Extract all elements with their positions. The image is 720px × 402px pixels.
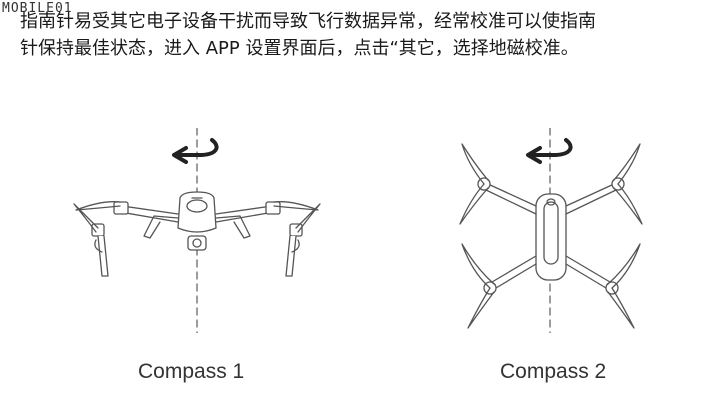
instruction-paragraph: 指南针易受其它电子设备干扰而导致飞行数据异常，经常校准可以使指南 针保持最佳状态…	[20, 8, 710, 62]
watermark-logo: MOBILE01	[2, 1, 73, 16]
caption-compass-1: Compass 1	[138, 360, 245, 383]
paragraph-line-1: 指南针易受其它电子设备干扰而导致飞行数据异常，经常校准可以使指南	[20, 11, 596, 32]
compass-2-drone-figure	[459, 128, 643, 333]
caption-compass-2: Compass 2	[500, 360, 607, 383]
paragraph-line-2: 针保持最佳状态，进入 APP 设置界面后，点击“其它，选择地磁校准。	[20, 38, 579, 59]
rotation-arrow-icon	[532, 138, 573, 157]
compass-1-drone-figure	[73, 128, 321, 333]
rotation-arrow-icon	[178, 138, 219, 157]
